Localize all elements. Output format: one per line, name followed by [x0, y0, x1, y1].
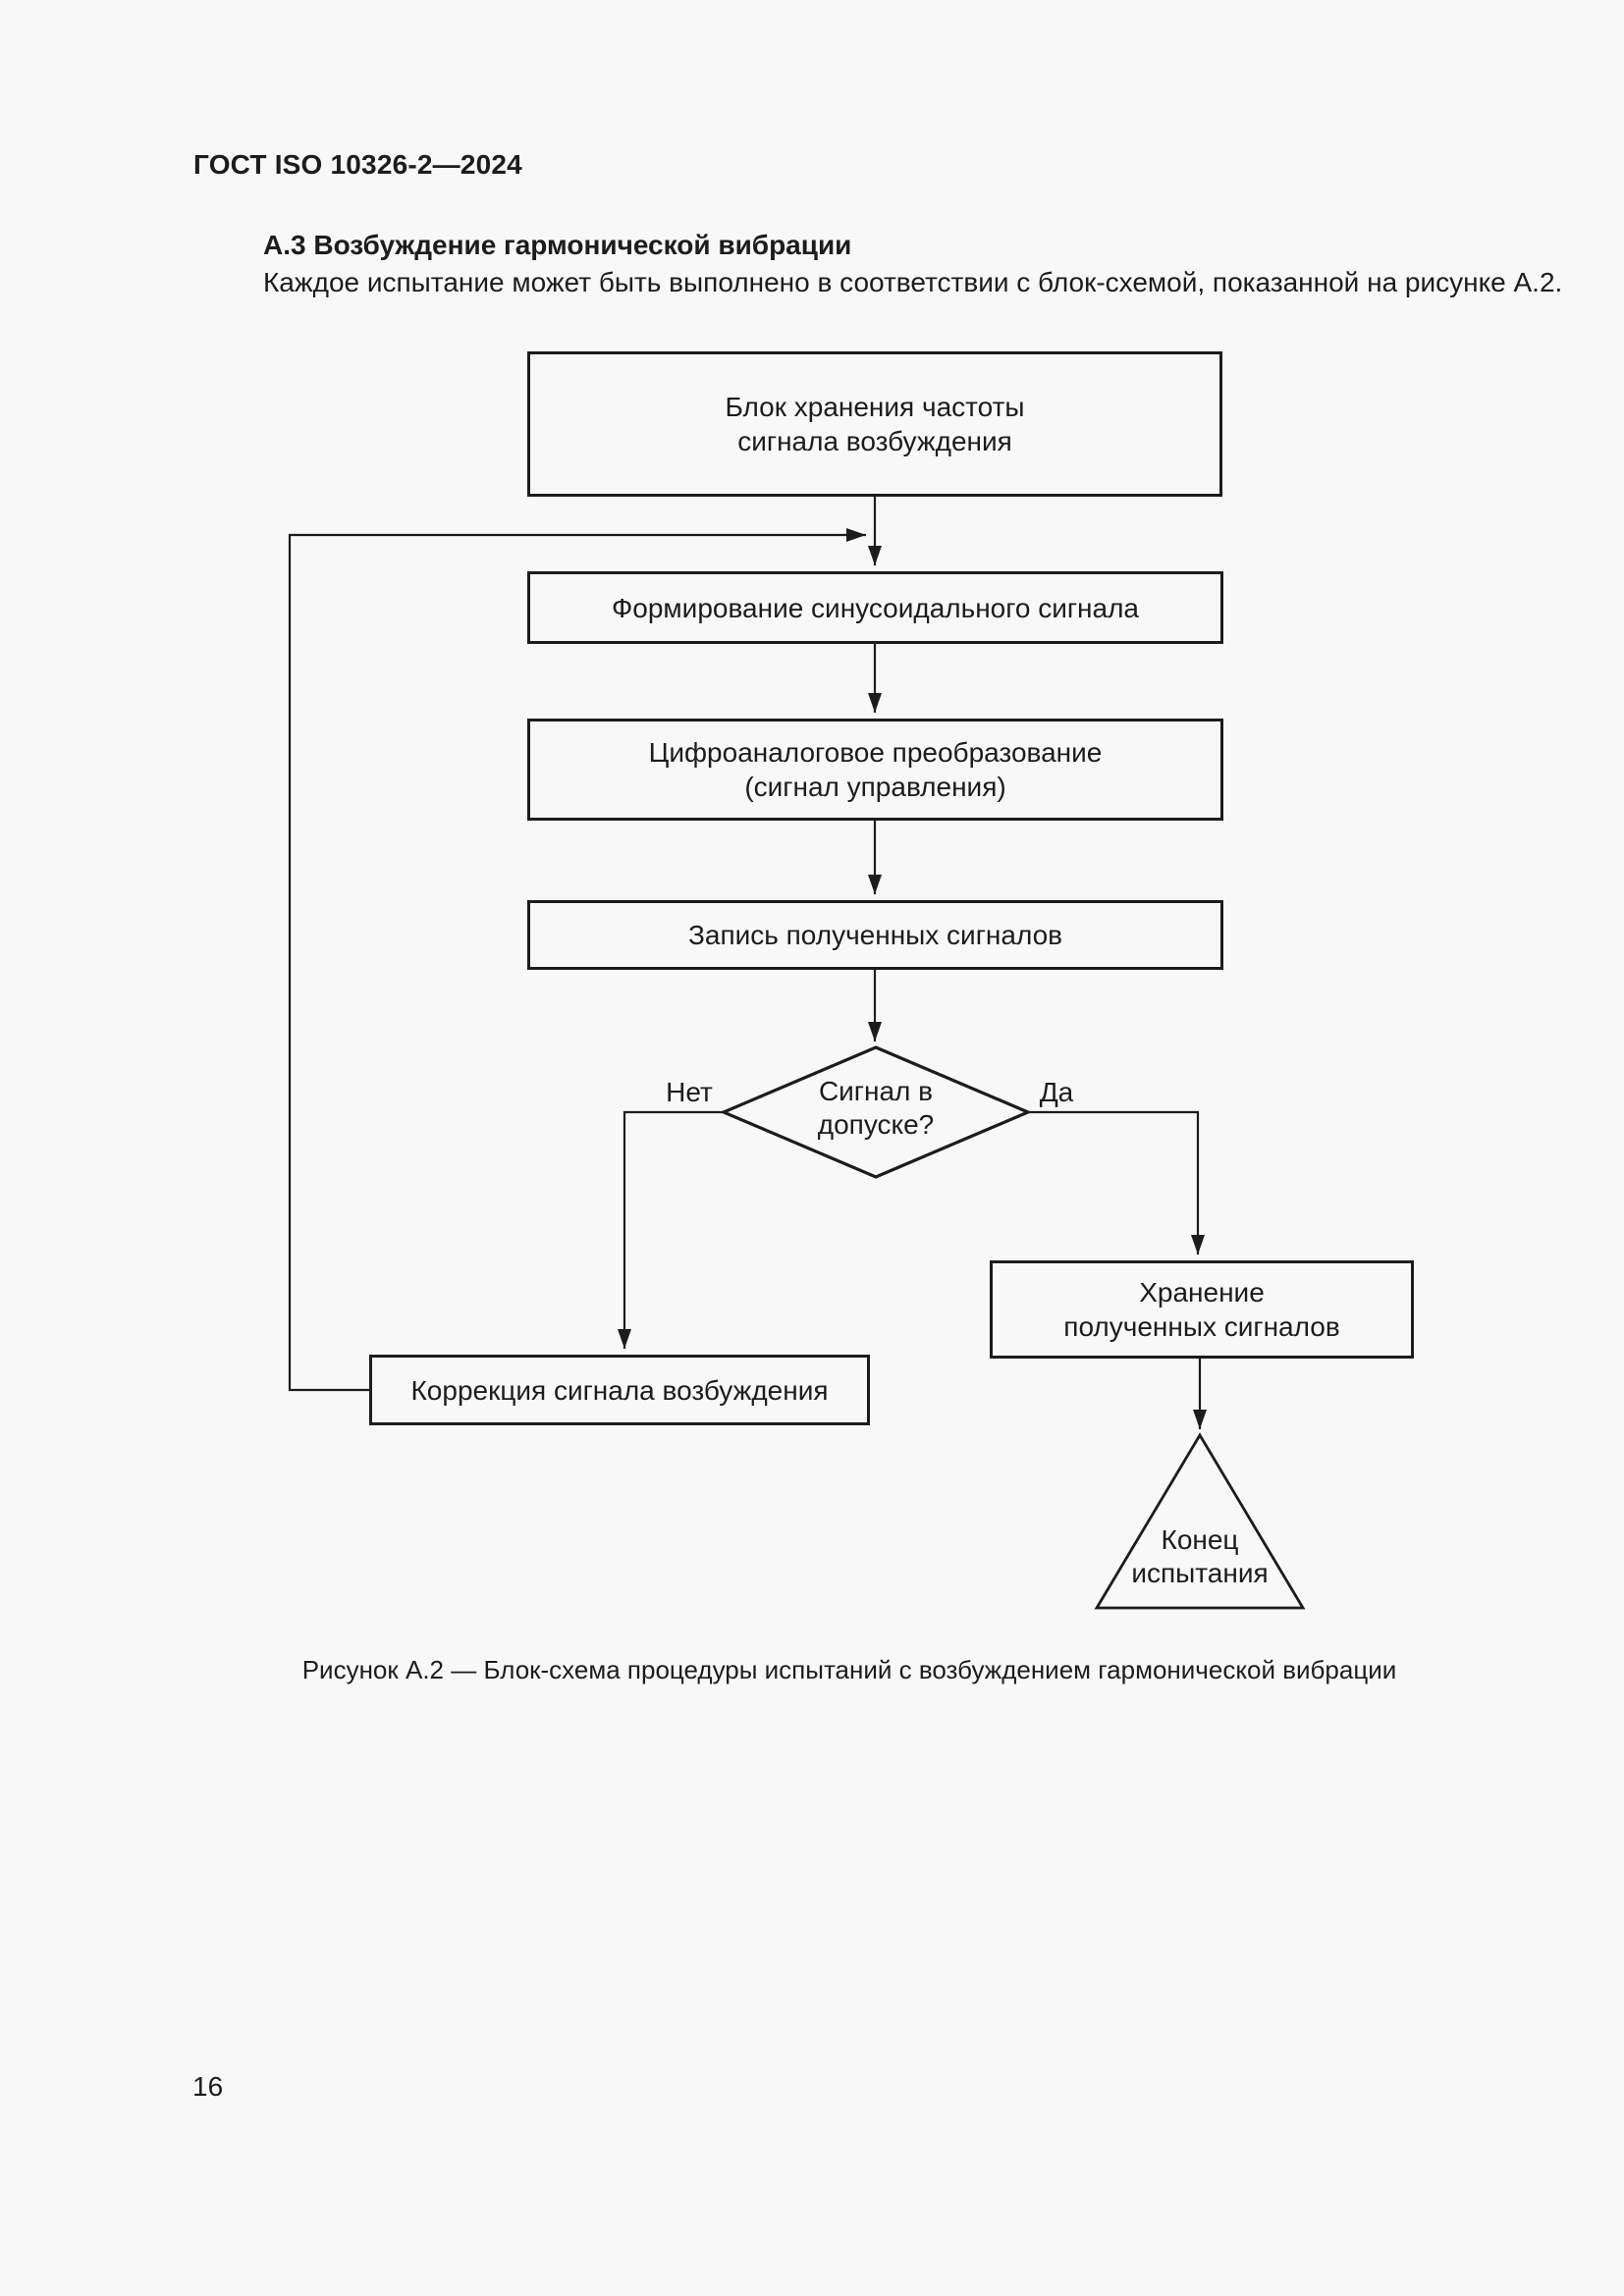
- figure-caption: Рисунок А.2 — Блок-схема процедуры испыт…: [301, 1655, 1397, 1684]
- node-dac: Цифроаналоговое преобразование (сигнал у…: [527, 719, 1223, 821]
- end-line1: Конец: [1161, 1524, 1239, 1555]
- section-heading: А.3 Возбуждение гармонической вибрации: [263, 230, 852, 260]
- page-number: 16: [192, 2071, 224, 2102]
- label-no: Нет: [666, 1077, 713, 1107]
- node-store-frequency-line1: Блок хранения частоты: [725, 392, 1025, 422]
- end-triangle-shape: [1094, 1432, 1306, 1610]
- node-dac-line2: (сигнал управления): [744, 772, 1006, 802]
- node-store-frequency-line2: сигнала возбуждения: [737, 426, 1012, 456]
- node-store-frequency: Блок хранения частоты сигнала возбуждени…: [527, 351, 1222, 497]
- end-triangle-label: Конец испытания: [1102, 1523, 1298, 1590]
- connector-yes-branch: [1028, 1110, 1205, 1255]
- end-line2: испытания: [1131, 1558, 1269, 1588]
- label-yes: Да: [1039, 1077, 1074, 1107]
- connector-no-branch: [618, 1110, 724, 1349]
- node-correction-label: Коррекция сигнала возбуждения: [410, 1374, 829, 1406]
- decision-diamond-shape: [719, 1045, 1033, 1179]
- node-record-label: Запись полученных сигналов: [687, 920, 1063, 950]
- node-generate-sine-label: Формирование синусоидального сигнала: [612, 592, 1139, 623]
- decision-line2: допуске?: [817, 1109, 935, 1140]
- document-header: ГОСТ ISO 10326-2—2024: [193, 149, 522, 180]
- node-generate-sine: Формирование синусоидального сигнала: [527, 571, 1223, 644]
- decision-diamond-label: Сигнал в допуске?: [729, 1075, 1023, 1142]
- node-correction: Коррекция сигнала возбуждения: [369, 1355, 870, 1425]
- node-store-signals-line2: полученных сигналов: [1063, 1311, 1340, 1342]
- connector-correction-feedback: [288, 528, 866, 1392]
- node-store-signals: Хранение полученных сигналов: [990, 1260, 1414, 1359]
- body-paragraph: Каждое испытание может быть выполнено в …: [263, 267, 1563, 297]
- node-record: Запись полученных сигналов: [527, 900, 1223, 970]
- node-dac-line1: Цифроаналоговое преобразование: [648, 737, 1103, 768]
- decision-line1: Сигнал в: [818, 1076, 934, 1106]
- node-store-signals-line1: Хранение: [1139, 1277, 1265, 1308]
